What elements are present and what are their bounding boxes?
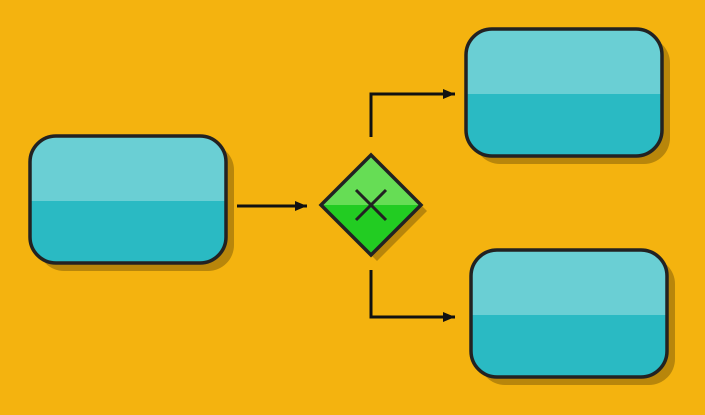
task-target-lower[interactable] [469,248,675,385]
task-gloss [466,29,662,94]
task-border [464,27,664,158]
x-icon [354,188,388,222]
flow-arrow-gateway-to-lower[interactable] [369,270,455,322]
task-target-upper[interactable] [464,27,670,164]
task-border [469,248,669,379]
task-gloss [471,250,667,315]
task-source[interactable] [28,134,234,271]
exclusive-gateway[interactable] [318,152,427,261]
gateway-border [318,152,424,258]
task-gloss [30,136,226,201]
flow-arrow-gateway-to-upper[interactable] [369,89,455,137]
task-border [28,134,228,265]
